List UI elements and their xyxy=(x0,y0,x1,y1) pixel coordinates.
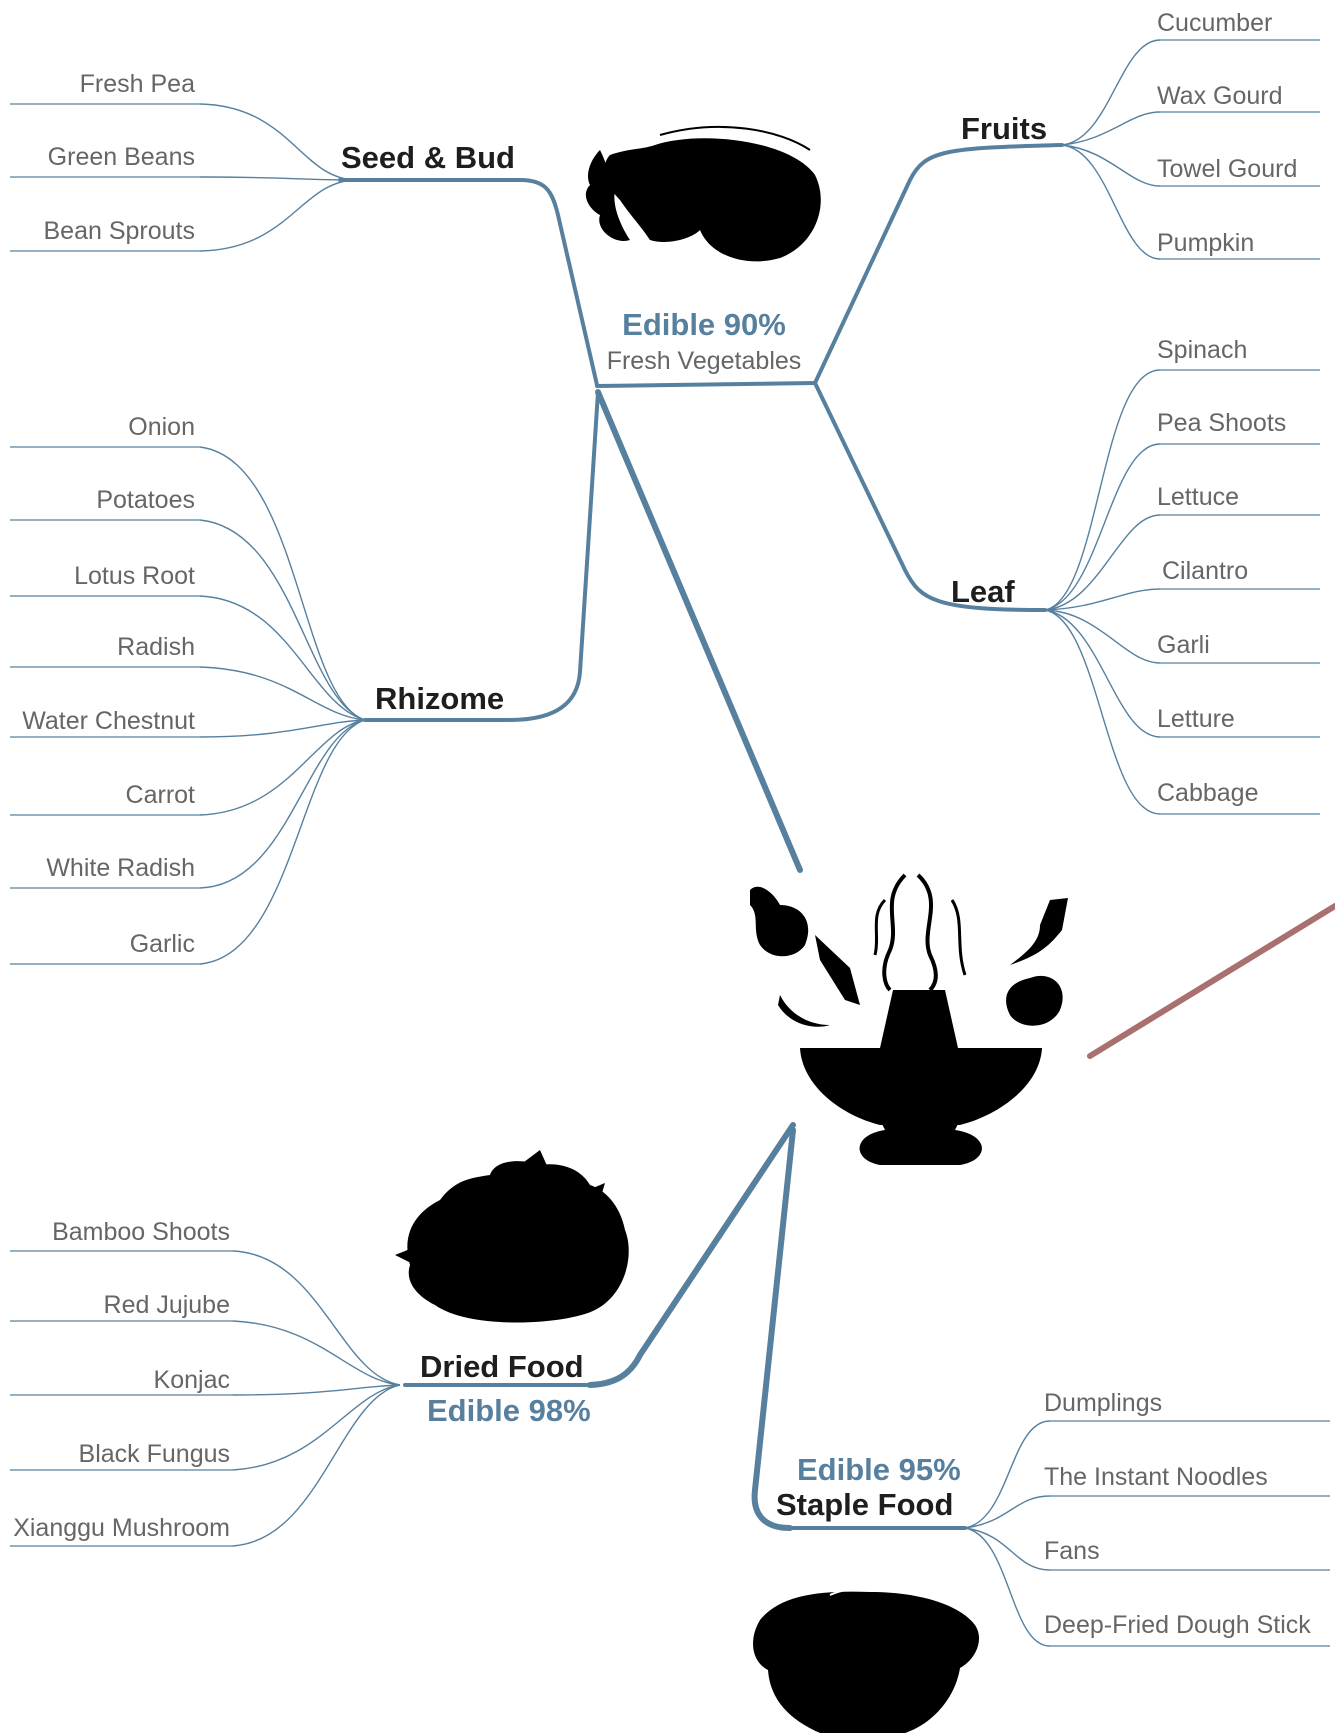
vegetables-silhouette xyxy=(585,125,821,262)
fresh-vegetables-pct: Edible 90% xyxy=(622,307,786,342)
leaf-branch: Spinach Pea Shoots Lettuce Cilantro Garl… xyxy=(813,336,1320,815)
leaf-label: Leaf xyxy=(951,574,1015,609)
fruits-label: Fruits xyxy=(961,111,1047,146)
dried-food-item: Bamboo Shoots xyxy=(52,1218,230,1246)
rhizome-item: Garlic xyxy=(130,930,195,958)
red-connector-line xyxy=(1087,903,1335,1059)
leaf-item: Cabbage xyxy=(1157,779,1258,807)
seed-bud-item: Fresh Pea xyxy=(80,70,195,98)
fruits-branch: Cucumber Wax Gourd Towel Gourd Pumpkin F… xyxy=(813,9,1320,385)
seed-bud-branch: Fresh Pea Green Beans Bean Sprouts Seed … xyxy=(10,70,599,387)
fruits-item: Wax Gourd xyxy=(1157,82,1283,110)
fruits-item: Cucumber xyxy=(1157,9,1272,37)
seed-bud-label: Seed & Bud xyxy=(341,140,515,175)
dried-food-item: Black Fungus xyxy=(79,1440,230,1468)
dried-food-branch: Bamboo Shoots Red Jujube Konjac Black Fu… xyxy=(10,1122,796,1547)
leaf-item: Cilantro xyxy=(1162,557,1248,585)
dried-food-item: Xianggu Mushroom xyxy=(13,1514,230,1542)
rhizome-item: Potatoes xyxy=(96,486,195,514)
rhizome-item: Lotus Root xyxy=(74,562,195,590)
leaf-item: Pea Shoots xyxy=(1157,409,1286,437)
staple-food-branch: Dumplings The Instant Noodles Fans Deep-… xyxy=(751,1127,1330,1647)
rhizome-branch: Onion Potatoes Lotus Root Radish Water C… xyxy=(10,390,600,965)
leaf-item: Lettuce xyxy=(1157,483,1239,511)
seed-bud-item: Green Beans xyxy=(48,143,195,171)
staple-food-item: Deep-Fried Dough Stick xyxy=(1044,1611,1311,1639)
fresh-vegetables-subtitle: Fresh Vegetables xyxy=(607,347,802,375)
staple-food-item: Fans xyxy=(1044,1537,1100,1565)
rhizome-item: Water Chestnut xyxy=(22,707,195,735)
hotpot-silhouette xyxy=(750,873,1068,1165)
fresh-vegetables-hub: Edible 90% Fresh Vegetables xyxy=(595,307,817,873)
dried-food-label: Dried Food xyxy=(420,1349,584,1384)
staple-food-item: The Instant Noodles xyxy=(1044,1463,1268,1491)
staple-food-pct: Edible 95% xyxy=(797,1452,961,1487)
dried-food-item: Konjac xyxy=(154,1366,230,1394)
rhizome-item: Carrot xyxy=(126,781,196,809)
dried-food-item: Red Jujube xyxy=(104,1291,230,1319)
rhizome-label: Rhizome xyxy=(375,681,504,716)
dried-food-silhouette xyxy=(395,1150,629,1323)
leaf-item: Garli xyxy=(1157,631,1210,659)
leaf-item: Spinach xyxy=(1157,336,1247,364)
leaf-item: Letture xyxy=(1157,705,1235,733)
dried-food-pct: Edible 98% xyxy=(427,1393,591,1428)
rhizome-item: Radish xyxy=(117,633,195,661)
rhizome-item: Onion xyxy=(128,413,195,441)
seed-bud-item: Bean Sprouts xyxy=(44,217,196,245)
fruits-item: Pumpkin xyxy=(1157,229,1254,257)
fruits-item: Towel Gourd xyxy=(1157,155,1297,183)
rice-bowl-silhouette xyxy=(753,1586,980,1733)
staple-food-item: Dumplings xyxy=(1044,1389,1162,1417)
staple-food-label: Staple Food xyxy=(776,1487,953,1522)
rhizome-item: White Radish xyxy=(46,854,195,882)
